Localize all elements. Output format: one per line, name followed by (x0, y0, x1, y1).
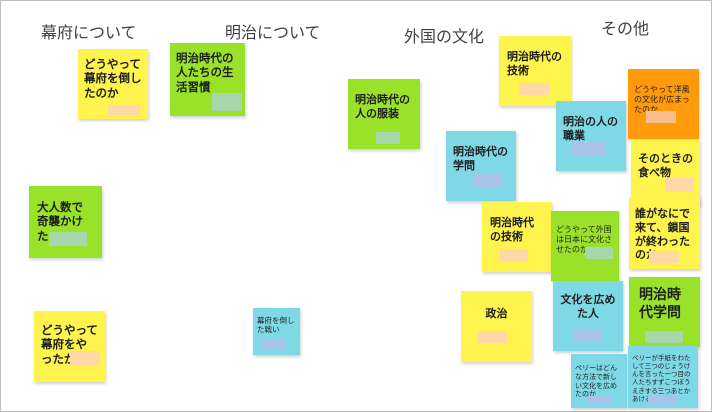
sticky-note-text: 文化を広めた人 (560, 293, 616, 320)
sticky-note[interactable]: 明治時代の技術 (499, 36, 571, 106)
blurred-name-tag (474, 173, 502, 187)
sticky-note[interactable]: ペリーが手紙をわたして三つのじょうけんを言った一つ目の人たちすずこつぼうえきする… (628, 346, 698, 408)
sticky-note-text: 政治 (485, 307, 508, 320)
blurred-name-tag (70, 351, 100, 365)
sticky-note[interactable]: 幕府を倒した戦い (253, 308, 300, 355)
blurred-name-tag (477, 331, 507, 343)
sticky-note-text: ペリーが手紙をわたして三つのじょうけんを言った一つ目の人たちすずこつぼうえきする… (632, 354, 691, 403)
sticky-note[interactable]: 大人数で奇襲かけた (29, 186, 102, 258)
sticky-note-text: 明治時代の技術 (507, 50, 562, 77)
sticky-note[interactable]: どうやって外国は日本に文化させたのか (551, 211, 619, 281)
blurred-name-tag (108, 105, 140, 115)
sticky-note-text: 明治時代の人たちの生活習慣 (176, 51, 234, 94)
sticky-note-text: 明治時代の学問 (453, 145, 508, 172)
column-header-other: その他 (601, 19, 650, 38)
blurred-name-tag (500, 249, 528, 261)
column-header-foreign-culture: 外国の文化 (404, 27, 485, 46)
sticky-note[interactable]: 明治の人の職業 (556, 101, 626, 171)
sticky-note[interactable]: 誰がなにで来て、鎖国が終わったのか (629, 197, 700, 269)
blurred-name-tag (376, 132, 400, 144)
sticky-note-text: どうやって洋風の文化が広まったのか (634, 85, 690, 114)
sticky-note[interactable]: 明治時代の人の服装 (348, 79, 420, 149)
blurred-name-tag (665, 178, 693, 192)
sticky-note-text: 幕府を倒した戦い (257, 316, 295, 335)
blurred-name-tag (49, 232, 87, 246)
blurred-name-tag (645, 331, 683, 343)
sticky-note-text: 明治の人の職業 (563, 115, 618, 142)
blurred-name-tag (648, 396, 678, 404)
blurred-name-tag (572, 141, 606, 155)
sticky-note[interactable]: 文化を広めた人 (553, 281, 623, 351)
blurred-name-tag (646, 111, 676, 123)
sticky-note-text: 大人数で奇襲かけた (37, 200, 83, 243)
blurred-name-tag (573, 329, 601, 341)
sticky-note-text: 明治時代の技術 (490, 216, 534, 243)
sticky-note-text: どうやって幕府をやったか (41, 323, 98, 366)
column-header-bakufu: 幕府について (41, 23, 137, 42)
sticky-note-text: どうやって外国は日本に文化させたのか (556, 225, 612, 254)
blurred-name-tag (587, 396, 611, 404)
sticky-note[interactable]: どうやって幕府を倒したのか (78, 49, 148, 119)
sticky-note[interactable]: 明治時代学問 (629, 277, 700, 347)
sticky-note[interactable]: どうやって幕府をやったか (34, 311, 105, 382)
sticky-note-text: 明治時代の人の服装 (355, 93, 410, 120)
column-header-meiji: 明治について (225, 23, 321, 42)
sticky-note[interactable]: そのときの食べ物 (631, 140, 700, 206)
sticky-note-text: どうやって幕府を倒したのか (84, 57, 142, 100)
sticky-note[interactable]: 明治時代の学問 (446, 131, 516, 201)
blurred-name-tag (519, 83, 549, 95)
blurred-name-tag (649, 251, 679, 263)
sticky-note[interactable]: ペリーはどんな方法で新しい文化を広めたのか (571, 354, 627, 408)
blurred-name-tag (585, 247, 613, 259)
sticky-note-text: 明治時代学問 (639, 287, 681, 321)
sticky-note-text: ペリーはどんな方法で新しい文化を広めたのか (575, 364, 617, 399)
blurred-name-tag (261, 340, 285, 349)
sticky-note[interactable]: 政治 (461, 291, 532, 362)
blurred-name-tag (212, 93, 242, 111)
sticky-note-text: そのときの食べ物 (638, 152, 693, 179)
sticky-note[interactable]: 明治時代の技術 (482, 202, 552, 272)
sticky-note[interactable]: 明治時代の人たちの生活習慣 (170, 43, 245, 116)
sticky-note[interactable]: どうやって洋風の文化が広まったのか (628, 69, 699, 139)
